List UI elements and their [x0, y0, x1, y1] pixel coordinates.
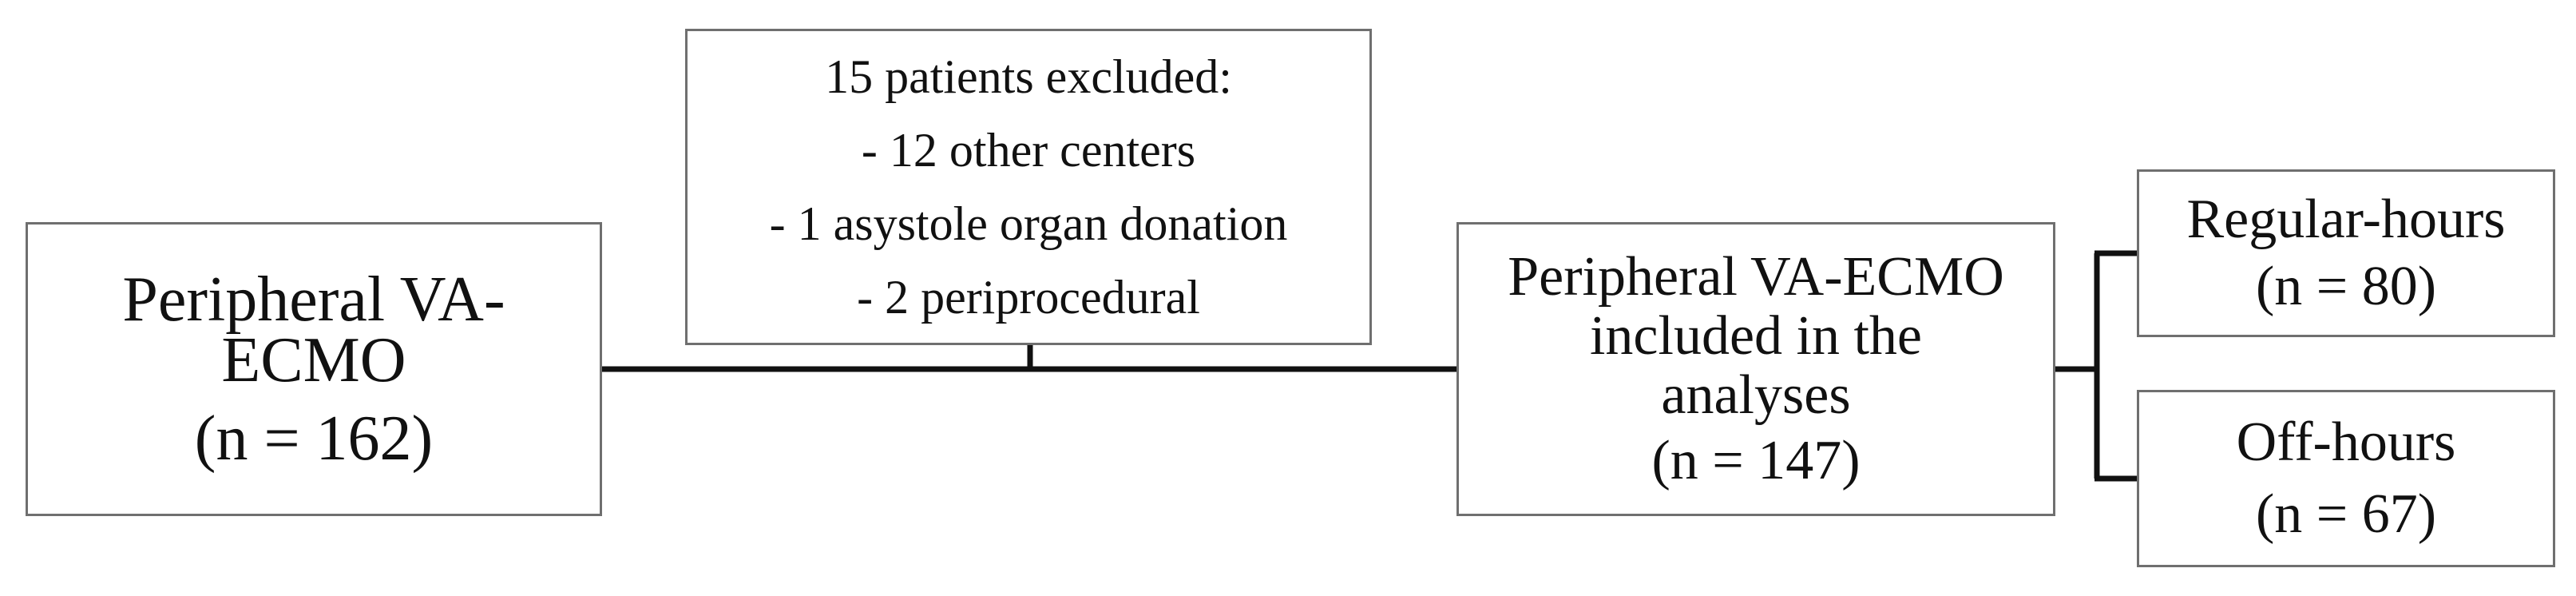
- exclusion-reason-organ-donation: - 1 asystole organ donation: [769, 197, 1288, 250]
- off-hours-box: Off-hours (n = 67): [2137, 390, 2555, 567]
- initial-cohort-box: Peripheral VA- ECMO (n = 162): [26, 222, 602, 516]
- initial-cohort-count: (n = 162): [194, 403, 434, 474]
- regular-hours-count: (n = 80): [2255, 256, 2437, 317]
- exclusion-reason-other-centers: - 12 other centers: [861, 124, 1196, 177]
- initial-cohort-title-line-2: ECMO: [221, 325, 406, 395]
- off-hours-label: Off-hours: [2236, 411, 2456, 473]
- included-cohort-count: (n = 147): [1651, 430, 1861, 491]
- initial-cohort-title-line-1: Peripheral VA-: [122, 264, 505, 335]
- included-cohort-title-line-2: included in the: [1589, 305, 1922, 367]
- included-cohort-title-line-3: analyses: [1661, 364, 1851, 426]
- included-cohort-box: Peripheral VA-ECMO included in the analy…: [1456, 222, 2055, 516]
- regular-hours-box: Regular-hours (n = 80): [2137, 169, 2555, 337]
- regular-hours-label: Regular-hours: [2186, 189, 2506, 250]
- exclusion-box: 15 patients excluded: - 12 other centers…: [685, 29, 1372, 345]
- exclusion-reason-periprocedural: - 2 periprocedural: [857, 271, 1200, 324]
- included-cohort-title-line-1: Peripheral VA-ECMO: [1508, 246, 2004, 308]
- off-hours-count: (n = 67): [2255, 483, 2437, 545]
- exclusion-summary: 15 patients excluded:: [825, 50, 1232, 103]
